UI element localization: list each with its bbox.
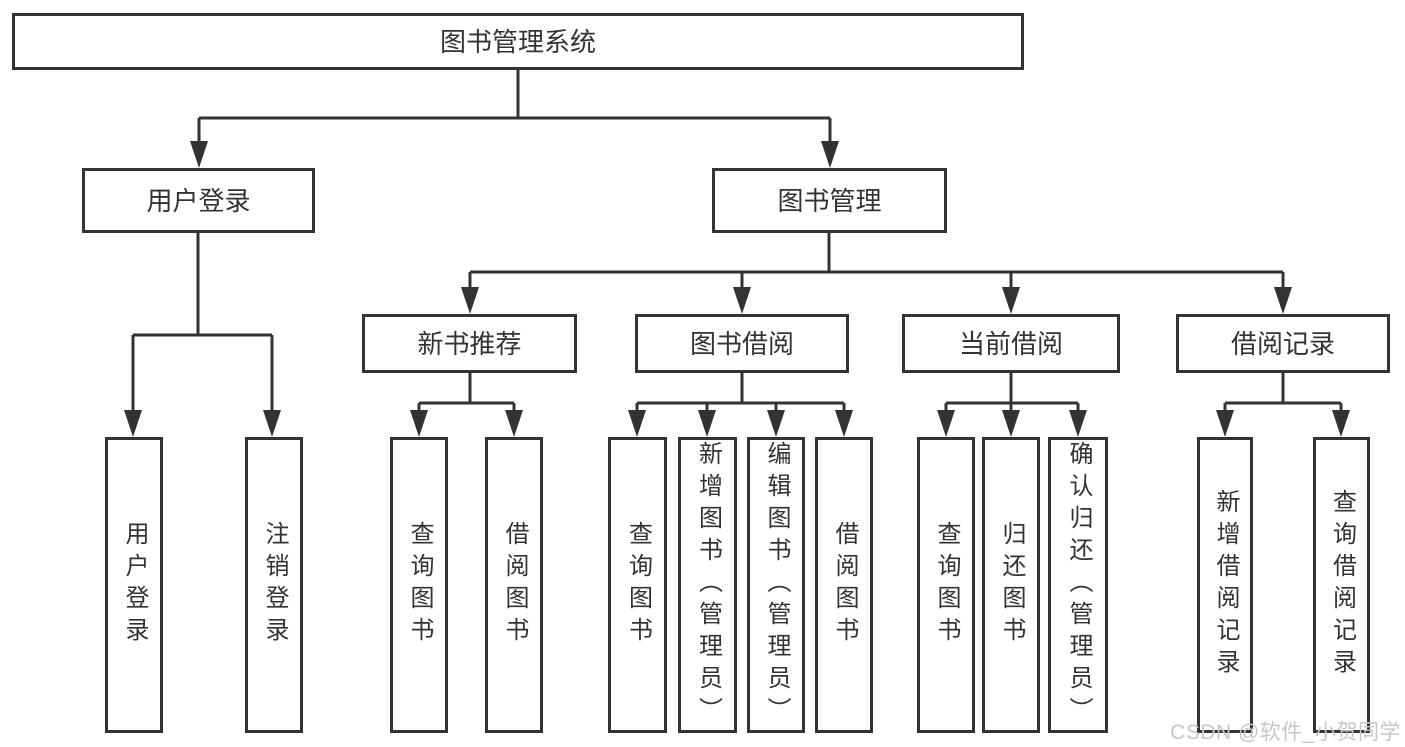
leaf-query-books-current: 查询图书 [917, 437, 975, 733]
leaf-query-books-recommend: 查询图书 [390, 437, 448, 733]
connector-root-to-level2 [190, 69, 839, 168]
connector-user-login-to-leaves [124, 232, 281, 437]
node-user-login: 用户登录 [82, 168, 315, 233]
leaf-return-book: 归还图书 [982, 437, 1040, 733]
node-book-borrowing: 图书借阅 [635, 314, 849, 373]
leaf-borrow-books-borrowing: 借阅图书 [815, 437, 873, 733]
node-borrowing-records: 借阅记录 [1176, 314, 1390, 373]
connector-book-borrow-to-leaves [628, 372, 853, 437]
node-root-system: 图书管理系统 [12, 13, 1024, 70]
csdn-watermark: CSDN @软件_小贺同学 [1170, 721, 1401, 744]
connector-current-borrow-to-leaves [937, 372, 1087, 437]
node-book-management: 图书管理 [712, 168, 947, 233]
leaf-borrow-books-recommend: 借阅图书 [485, 437, 543, 733]
leaf-edit-book-admin: 编辑图书（管理员） [747, 437, 805, 733]
leaf-confirm-return-admin: 确认归还（管理员） [1048, 437, 1108, 733]
leaf-query-borrow-record: 查询借阅记录 [1313, 437, 1370, 733]
leaf-add-borrow-record: 新增借阅记录 [1197, 437, 1253, 733]
connector-book-mgmt-to-level3 [461, 232, 1292, 314]
leaf-logout: 注销登录 [245, 437, 303, 733]
node-current-borrowing: 当前借阅 [902, 314, 1120, 373]
leaf-user-login: 用户登录 [105, 437, 163, 733]
connector-borrow-record-to-leaves [1216, 372, 1350, 437]
node-new-book-recommend: 新书推荐 [362, 314, 577, 373]
connector-new-book-rec-to-leaves [410, 372, 523, 437]
leaf-add-book-admin: 新增图书（管理员） [678, 437, 737, 733]
leaf-query-books-borrowing: 查询图书 [608, 437, 667, 733]
